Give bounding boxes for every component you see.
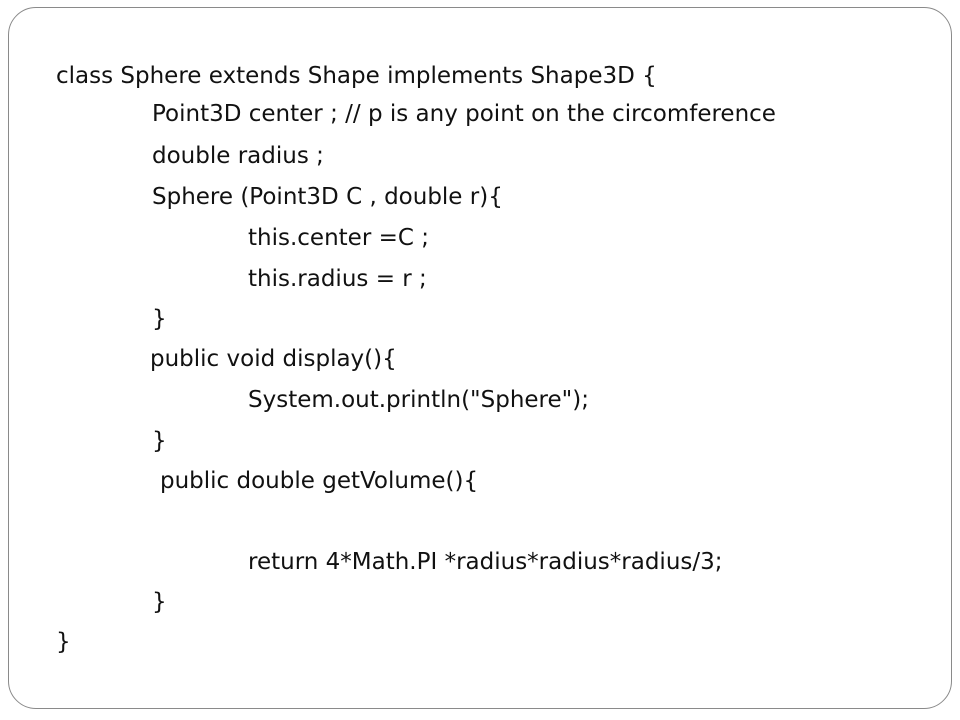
code-line-class-end: }	[56, 629, 71, 655]
code-line-assign-center: this.center =C ;	[248, 225, 429, 251]
code-line-assign-radius: this.radius = r ;	[248, 266, 427, 292]
code-line-println: System.out.println("Sphere");	[248, 387, 589, 413]
code-line-constructor-end: }	[152, 306, 167, 332]
code-line-radius-field: double radius ;	[152, 143, 324, 169]
code-line-display-method: public void display(){	[150, 346, 397, 372]
code-line-constructor: Sphere (Point3D C , double r){	[152, 184, 503, 210]
code-line-center-field: Point3D center ; // p is any point on th…	[152, 101, 776, 127]
code-line-getvolume-method: public double getVolume(){	[160, 468, 479, 494]
code-line-return-volume: return 4*Math.PI *radius*radius*radius/3…	[248, 549, 723, 575]
code-line-display-end: }	[152, 428, 167, 454]
code-block: class Sphere extends Shape implements Sh…	[9, 8, 951, 708]
slide-frame: class Sphere extends Shape implements Sh…	[8, 7, 952, 709]
code-line-class-declaration: class Sphere extends Shape implements Sh…	[56, 63, 657, 89]
code-line-getvolume-end: }	[152, 589, 167, 615]
